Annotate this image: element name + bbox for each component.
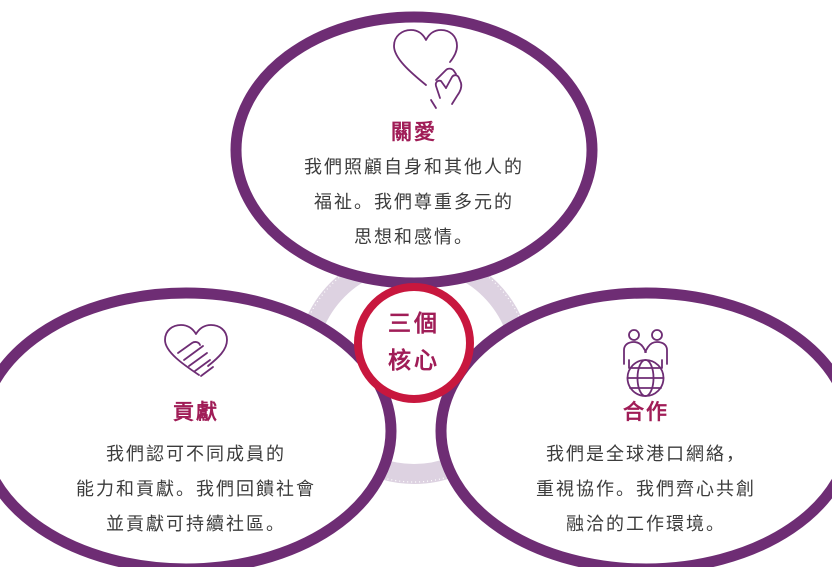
collaboration-line-1: 我們是全球港口網絡， [546,444,746,465]
collaboration-title: 合作 [623,400,669,424]
contribution-line-1: 我們認可不同成員的 [106,444,286,465]
contribution-title: 貢獻 [173,400,219,424]
people-globe-icon [623,329,668,397]
handshake-heart-icon [164,324,228,377]
care-line-2: 福祉。我們尊重多元的 [314,192,514,213]
center-circle [354,283,474,403]
contribution-circle [0,287,397,567]
collaboration-circle [435,287,832,567]
center-label-line-1: 三個 [388,311,440,337]
care-line-3: 思想和感情。 [354,227,474,248]
contribution-line-2: 能力和貢獻。我們回饋社會 [76,479,316,500]
contribution-description: 我們認可不同成員的 能力和貢獻。我們回饋社會 並貢獻可持續社區。 [46,437,346,542]
center-label: 三個 核心 [364,306,464,380]
contribution-line-3: 並貢獻可持續社區。 [106,514,286,535]
collaboration-line-2: 重視協作。我們齊心共創 [536,479,756,500]
collaboration-line-3: 融洽的工作環境。 [566,514,726,535]
center-label-line-2: 核心 [388,348,440,374]
heart-hand-icon [393,29,463,109]
care-description: 我們照顧自身和其他人的 福祉。我們尊重多元的 思想和感情。 [264,150,564,255]
care-line-1: 我們照顧自身和其他人的 [304,157,524,178]
care-title: 關愛 [391,120,437,144]
collaboration-description: 我們是全球港口網絡， 重視協作。我們齊心共創 融洽的工作環境。 [496,437,796,542]
